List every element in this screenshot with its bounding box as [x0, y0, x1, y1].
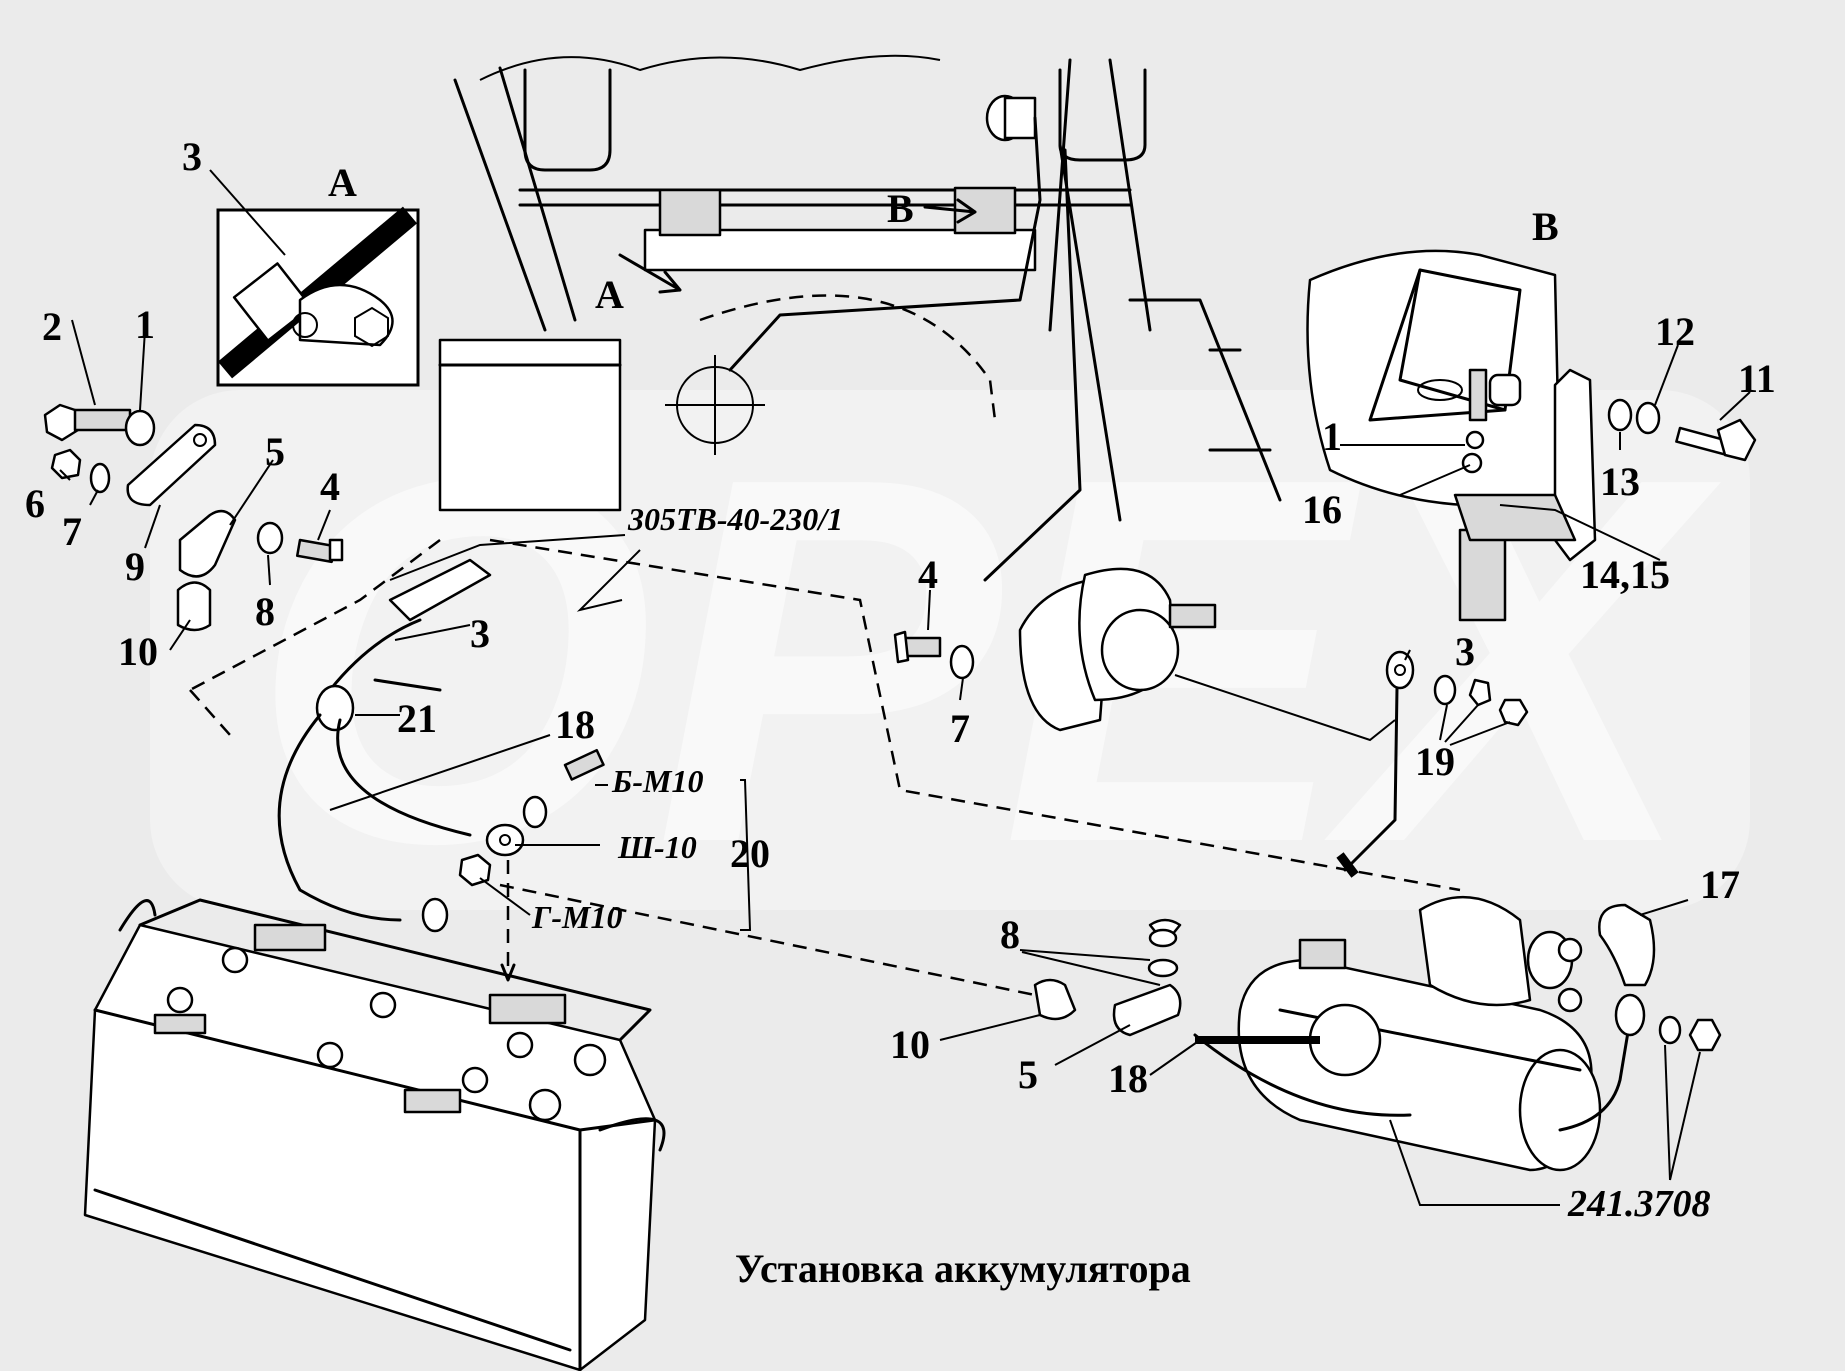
- callout-9: 9: [125, 544, 145, 589]
- battery-large: [83, 898, 666, 1371]
- starter-motor: [1193, 895, 1646, 1172]
- view-a-arrow-label: A: [595, 272, 624, 317]
- callout-20: 20: [730, 831, 770, 876]
- inset-view-b: [1306, 249, 1597, 622]
- view-b-label: B: [1532, 204, 1559, 249]
- cable-code: 305ТВ-40-230/1: [627, 501, 843, 537]
- callout-5a: 5: [265, 429, 285, 474]
- battery-small: [438, 338, 765, 512]
- callout-7a: 7: [62, 509, 82, 554]
- view-b-arrow-label: B: [887, 186, 914, 231]
- starter-code: 241.3708: [1567, 1183, 1711, 1225]
- callout-13: 13: [1600, 459, 1640, 504]
- callout-18b: 18: [1108, 1056, 1148, 1101]
- relay-center: [983, 143, 1217, 732]
- washer-code: Ш-10: [617, 829, 697, 865]
- cylinder-top: [728, 94, 1042, 372]
- callout-8a: 8: [255, 589, 275, 634]
- callout-3b: 3: [470, 611, 490, 656]
- hardware-11-13: [1607, 398, 1757, 462]
- watermark: OPEX: [150, 370, 1750, 951]
- callout-12: 12: [1655, 309, 1695, 354]
- callout-10a: 10: [118, 629, 158, 674]
- cable-right: [1336, 650, 1529, 878]
- callout-2: 2: [42, 304, 62, 349]
- callout-3a: 3: [182, 134, 202, 179]
- callout-4b: 4: [918, 552, 938, 597]
- callout-11: 11: [1738, 356, 1776, 401]
- callout-8b: 8: [1000, 912, 1020, 957]
- fasteners-20: [458, 748, 752, 982]
- callout-7b: 7: [950, 706, 970, 751]
- callout-5b: 5: [1018, 1052, 1038, 1097]
- callout-10b: 10: [890, 1022, 930, 1067]
- callout-6: 6: [25, 481, 45, 526]
- view-a-label: A: [328, 160, 357, 205]
- callout-4a: 4: [320, 464, 340, 509]
- leader-lines: [59, 169, 1751, 1206]
- cable-assembly-left: [189, 538, 1461, 933]
- hardware-left: [43, 403, 344, 632]
- labels: A B A B 3 2 1 6 7 9 10 5 8 4 3 21 18 20 …: [25, 134, 1776, 1291]
- callout-1a: 1: [135, 302, 155, 347]
- diagram-caption: Установка аккумулятора: [735, 1246, 1191, 1291]
- callout-1b: 1: [1322, 414, 1342, 459]
- callout-3c: 3: [1455, 629, 1475, 674]
- bolt-code: Б-М10: [611, 763, 703, 799]
- callout-19: 19: [1415, 739, 1455, 784]
- hardware-lower: [499, 883, 1182, 1037]
- callout-18a: 18: [555, 702, 595, 747]
- inset-view-a: [216, 206, 420, 387]
- callout-17: 17: [1700, 862, 1740, 907]
- callout-21: 21: [397, 696, 437, 741]
- callout-14-15: 14,15: [1580, 552, 1670, 597]
- hose-and-nuts: [1598, 903, 1722, 1052]
- callout-16: 16: [1302, 487, 1342, 532]
- nut-code: Г-М10: [531, 899, 622, 935]
